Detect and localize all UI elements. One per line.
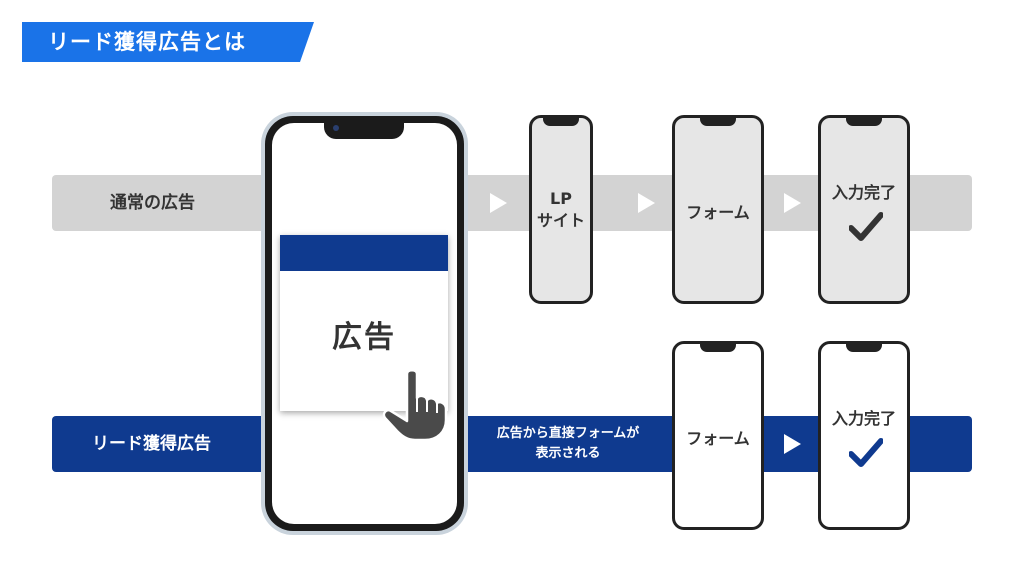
form-phone-normal: フォーム [672, 115, 764, 304]
arrow-right-icon [638, 193, 655, 213]
camera-icon [333, 125, 339, 131]
form-phone-lead: フォーム [672, 341, 764, 530]
ad-card-header [280, 235, 448, 271]
large-phone-notch [324, 123, 404, 139]
phone-notch [700, 344, 736, 352]
phone-notch [846, 344, 882, 352]
lead-ad-label: リード獲得広告 [92, 434, 211, 454]
normal-ad-label: 通常の広告 [110, 193, 195, 213]
phone-notch [543, 118, 579, 126]
form-text-normal: フォーム [686, 203, 750, 222]
done-text-lead: 入力完了 [831, 409, 896, 428]
title-banner [22, 22, 314, 62]
arrow-right-icon [784, 193, 801, 213]
lp-site-phone: LP サイト [529, 115, 593, 304]
done-phone-lead: 入力完了 [818, 341, 910, 530]
pointing-hand-icon [382, 369, 448, 442]
arrow-right-icon [490, 193, 507, 213]
checkmark-icon [849, 212, 883, 241]
phone-notch [700, 118, 736, 126]
checkmark-icon [849, 438, 883, 467]
lp-site-text: LP サイト [536, 189, 585, 230]
done-text-normal: 入力完了 [831, 183, 896, 202]
done-phone-normal: 入力完了 [818, 115, 910, 304]
phone-notch [846, 118, 882, 126]
form-text-lead: フォーム [686, 429, 750, 448]
ad-text: 広告 [332, 320, 396, 355]
arrow-right-icon [784, 434, 801, 454]
page-title: リード獲得広告とは [48, 30, 246, 54]
direct-form-text: 広告から直接フォームが 表示される [496, 426, 640, 461]
